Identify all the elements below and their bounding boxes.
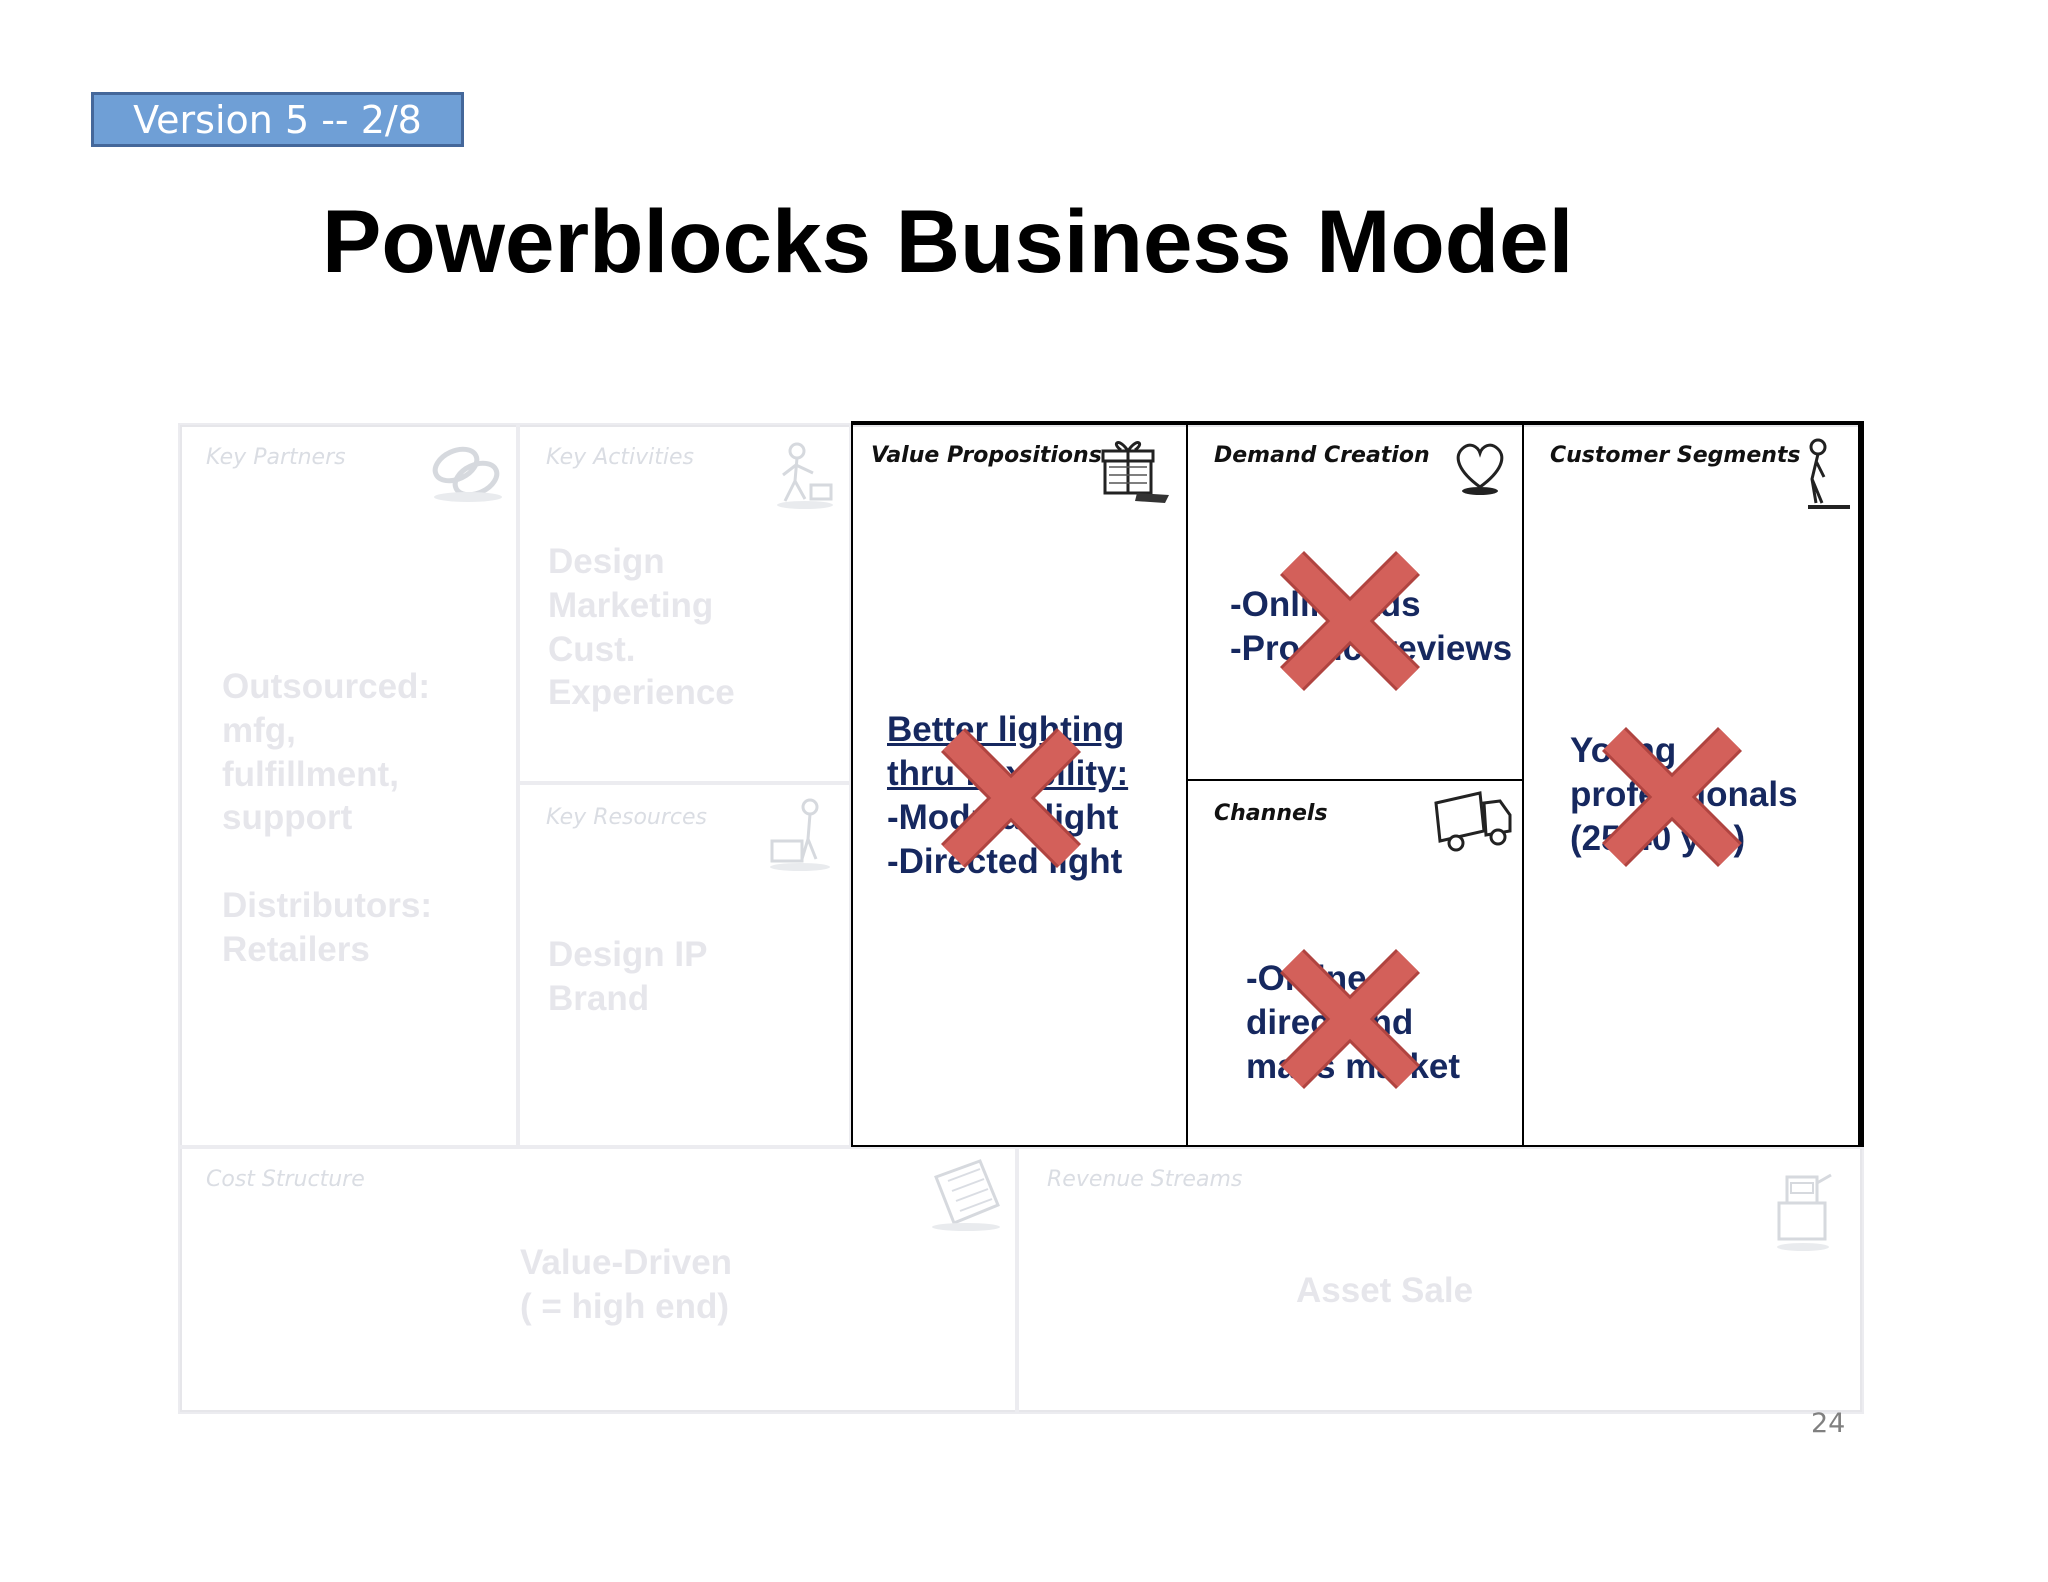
demand-creation-cross-icon [1280, 551, 1420, 691]
key-partners-title: Key Partners [206, 445, 346, 470]
worker-icon [777, 442, 833, 509]
key-partners-block: Key Partners Outsourced: mfg, fulfillmen… [178, 423, 518, 1147]
cost-structure-text: Value-Driven ( = high end) [520, 1243, 733, 1326]
channels-block: Channels -Online direct and mass market [1188, 781, 1524, 1147]
revenue-streams-text: Asset Sale [1296, 1271, 1474, 1310]
heart-icon [1456, 443, 1504, 495]
receipt-icon [932, 1159, 1000, 1231]
demand-creation-title: Demand Creation [1214, 443, 1430, 468]
channels-title: Channels [1214, 801, 1328, 826]
customer-segments-title: Customer Segments [1550, 443, 1801, 468]
value-propositions-block: Value Propositions Better lighting thru … [851, 423, 1188, 1147]
value-propositions-cross-icon [941, 728, 1081, 868]
slide-title: Powerblocks Business Model [322, 191, 1574, 291]
demand-creation-block: Demand Creation -Online ads -Product rev… [1188, 423, 1524, 781]
version-badge: Version 5 -- 2/8 [91, 92, 464, 147]
person-icon [1808, 438, 1850, 509]
customer-segments-block: Customer Segments Young professionals (2… [1524, 423, 1864, 1147]
value-propositions-title: Value Propositions [871, 443, 1102, 468]
key-activities-title: Key Activities [546, 445, 694, 470]
page-number: 24 [1811, 1408, 1846, 1439]
cost-structure-block: Cost Structure Value-Driven ( = high end… [178, 1147, 1017, 1414]
customer-segments-cross-icon [1602, 727, 1742, 867]
key-resources-block: Key Resources Design IP Brand [518, 783, 851, 1147]
truck-icon [1434, 791, 1512, 852]
cash-register-icon [1777, 1173, 1832, 1251]
gift-icon [1101, 441, 1169, 503]
key-activities-text: Design Marketing Cust. Experience [548, 542, 735, 713]
key-activities-block: Key Activities Design Marketing Cust. Ex… [518, 423, 851, 783]
key-resources-title: Key Resources [546, 805, 708, 830]
revenue-streams-title: Revenue Streams [1047, 1167, 1243, 1192]
channels-cross-icon [1280, 949, 1420, 1089]
version-label: Version 5 -- 2/8 [133, 97, 422, 142]
resources-icon [770, 798, 830, 871]
cost-structure-title: Cost Structure [206, 1167, 365, 1192]
key-partners-text: Outsourced: mfg, fulfillment, support Di… [222, 667, 432, 969]
key-resources-text: Design IP Brand [548, 935, 708, 1018]
chain-link-icon [432, 446, 502, 502]
revenue-streams-block: Revenue Streams Asset Sale [1017, 1147, 1864, 1414]
